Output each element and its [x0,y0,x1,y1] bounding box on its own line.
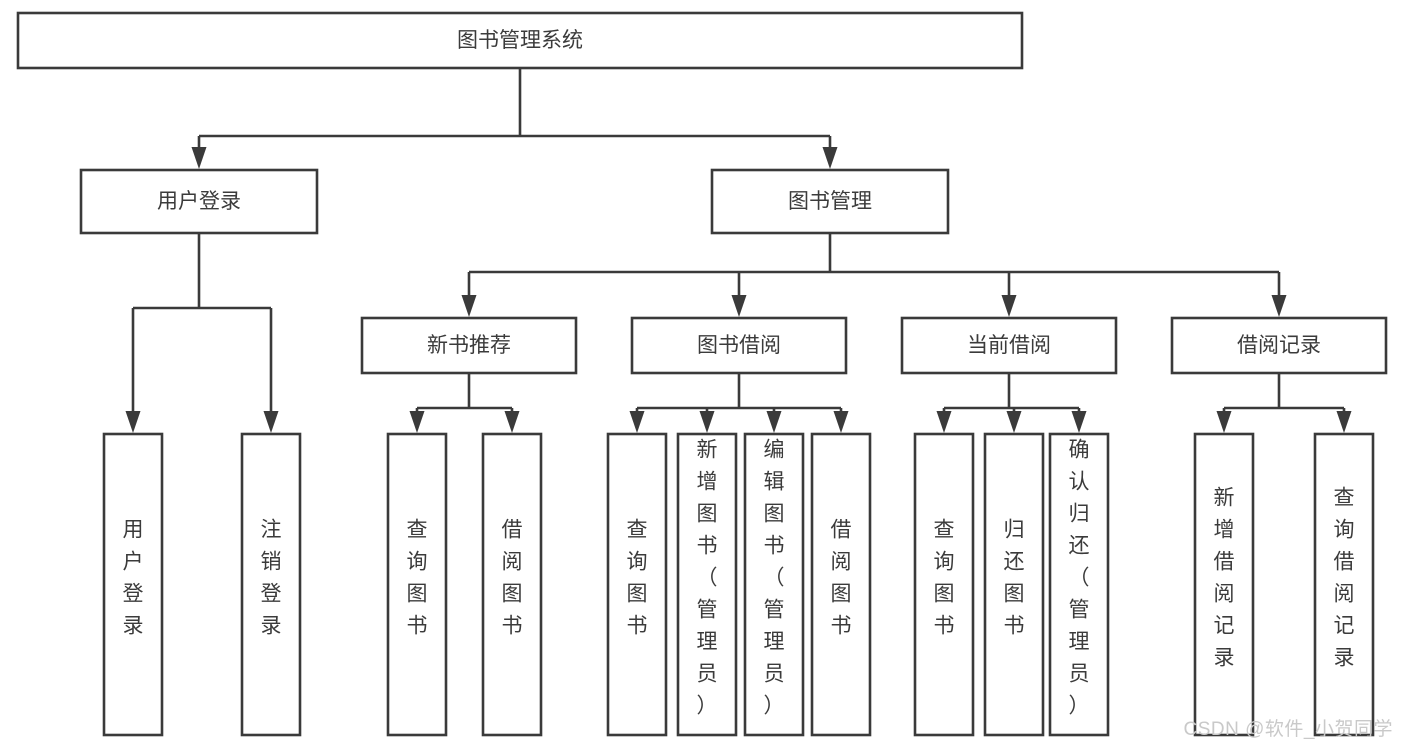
node-leaf_4[interactable]: 查询图书 [606,432,668,737]
arrow-head-icon [263,411,279,433]
node-box [676,432,738,737]
node-leaf_6[interactable]: 编辑图书（管理员） [743,432,805,737]
node-box [900,316,1118,375]
node-label: 图书管理 [788,190,872,213]
csdn-watermark: CSDN @软件_小贺同学 [1183,719,1393,740]
node-box [79,168,319,235]
node-leaf_1[interactable]: 注销登录 [240,432,302,737]
node-l2_1[interactable]: 图书管理 [710,168,950,235]
node-label: 借阅记录 [1237,334,1321,357]
node-box [810,432,872,737]
node-leaf_11[interactable]: 新增借阅记录 [1193,432,1255,737]
node-box [102,432,164,737]
node-leaf_8[interactable]: 查询图书 [913,432,975,737]
arrow-head-icon [936,411,952,433]
arrow-head-icon [699,411,715,433]
node-label: 查询图书 [407,519,428,638]
arrow-head-icon [731,295,747,317]
arrow-head-icon [1006,411,1022,433]
node-box [1193,432,1255,737]
node-leaf_0[interactable]: 用户登录 [102,432,164,737]
node-leaf_10[interactable]: 确认归还（管理员） [1048,432,1110,737]
node-root[interactable]: 图书管理系统 [16,11,1024,70]
node-l3_0[interactable]: 新书推荐 [360,316,578,375]
node-l3_2[interactable]: 当前借阅 [900,316,1118,375]
node-box [481,432,543,737]
node-label: 编辑图书（管理员） [764,439,785,718]
node-leaf_7[interactable]: 借阅图书 [810,432,872,737]
arrow-head-icon [409,411,425,433]
node-leaf_5[interactable]: 新增图书（管理员） [676,432,738,737]
node-leaf_2[interactable]: 查询图书 [386,432,448,737]
node-l2_0[interactable]: 用户登录 [79,168,319,235]
node-box [743,432,805,737]
node-leaf_3[interactable]: 借阅图书 [481,432,543,737]
node-box [983,432,1045,737]
node-box [360,316,578,375]
node-label: 查询借阅记录 [1334,487,1355,670]
node-label: 确认归还（管理员） [1069,439,1090,718]
node-label: 用户登录 [123,519,144,638]
node-leaf_9[interactable]: 归还图书 [983,432,1045,737]
node-box [630,316,848,375]
connector-layer [125,68,1352,433]
node-label: 新书推荐 [427,334,511,357]
node-box [913,432,975,737]
node-label: 借阅图书 [831,519,852,638]
node-box [240,432,302,737]
node-box [1170,316,1388,375]
node-label: 注销登录 [261,519,282,638]
node-label: 图书借阅 [697,334,781,357]
node-box [1048,432,1110,737]
node-label: 新增图书（管理员） [697,439,718,718]
node-label: 新增借阅记录 [1214,487,1235,670]
node-label: 用户登录 [157,190,241,213]
node-label: 查询图书 [627,519,648,638]
arrow-head-icon [833,411,849,433]
node-box [710,168,950,235]
arrow-head-icon [1001,295,1017,317]
arrow-head-icon [1336,411,1352,433]
node-box [1313,432,1375,737]
node-label: 图书管理系统 [457,29,583,52]
arrow-head-icon [1071,411,1087,433]
node-layer: 图书管理系统用户登录图书管理新书推荐图书借阅当前借阅借阅记录用户登录注销登录查询… [16,11,1388,737]
node-label: 借阅图书 [502,519,523,638]
node-l3_3[interactable]: 借阅记录 [1170,316,1388,375]
arrow-head-icon [191,147,207,169]
arrow-head-icon [1271,295,1287,317]
arrow-head-icon [125,411,141,433]
arrow-head-icon [629,411,645,433]
arrow-head-icon [822,147,838,169]
node-label: 归还图书 [1004,519,1025,638]
arrow-head-icon [766,411,782,433]
arrow-head-icon [504,411,520,433]
node-box [606,432,668,737]
node-box [386,432,448,737]
node-leaf_12[interactable]: 查询借阅记录 [1313,432,1375,737]
node-l3_1[interactable]: 图书借阅 [630,316,848,375]
arrow-head-icon [1216,411,1232,433]
node-label: 当前借阅 [967,334,1051,357]
node-label: 查询图书 [934,519,955,638]
node-box [16,11,1024,70]
arrow-head-icon [461,295,477,317]
